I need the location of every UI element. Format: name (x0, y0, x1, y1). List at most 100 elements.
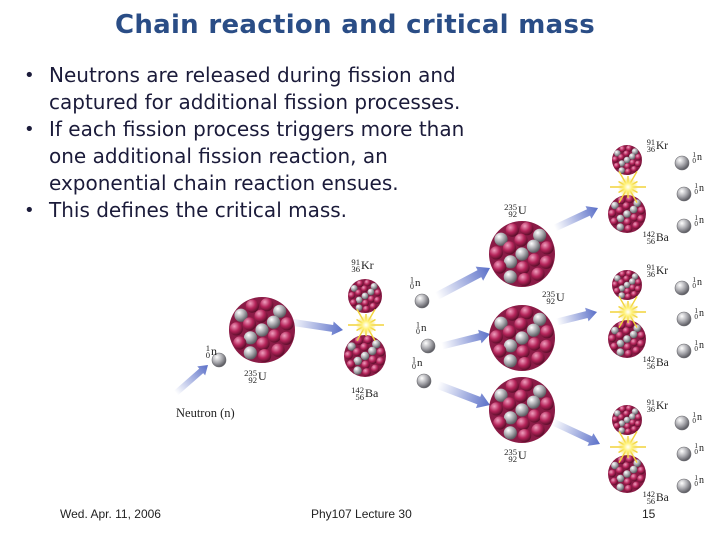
fission-flash (610, 431, 646, 463)
svg-text:0: 0 (694, 480, 698, 488)
svg-text:n: n (697, 412, 702, 423)
svg-text:n: n (699, 475, 704, 486)
svg-text:0: 0 (412, 362, 416, 371)
svg-text:n: n (699, 215, 704, 226)
svg-text:1: 1 (694, 214, 698, 222)
emitted-neutron (676, 218, 692, 234)
svg-text:235: 235 (504, 202, 517, 212)
svg-text:1: 1 (694, 182, 698, 190)
svg-text:235: 235 (542, 289, 555, 299)
reaction-arrow (441, 329, 491, 350)
fission-flash (348, 309, 384, 341)
svg-text:235: 235 (244, 368, 257, 378)
svg-text:0: 0 (694, 220, 698, 228)
reaction-arrow (436, 381, 491, 409)
svg-text:91: 91 (351, 257, 360, 267)
svg-text:U: U (518, 448, 527, 462)
krypton-nucleus (612, 270, 642, 300)
svg-text:Kr: Kr (656, 140, 668, 152)
svg-text:56: 56 (647, 362, 655, 371)
svg-text:1: 1 (692, 151, 696, 159)
svg-text:92: 92 (248, 375, 257, 385)
svg-text:1: 1 (694, 474, 698, 482)
svg-text:0: 0 (692, 417, 696, 425)
svg-text:0: 0 (416, 327, 420, 336)
svg-text:91: 91 (647, 138, 655, 147)
uranium-235-nucleus (489, 377, 555, 443)
svg-text:n: n (211, 344, 217, 358)
svg-text:0: 0 (694, 448, 698, 456)
barium-nucleus (608, 455, 646, 493)
svg-text:1: 1 (694, 307, 698, 315)
svg-text:Kr: Kr (361, 258, 374, 272)
emitted-neutron (676, 311, 692, 327)
footer-date: Wed. Apr. 11, 2006 (60, 507, 161, 521)
emitted-neutron (674, 280, 690, 296)
svg-text:n: n (697, 277, 702, 288)
svg-text:92: 92 (546, 296, 555, 306)
svg-text:142: 142 (643, 230, 655, 239)
svg-text:91: 91 (647, 263, 655, 272)
svg-text:36: 36 (351, 264, 360, 274)
bullet-item: Neutrons are released during fission and… (22, 62, 502, 116)
svg-text:n: n (697, 152, 702, 163)
reaction-arrow (553, 206, 599, 232)
svg-text:142: 142 (351, 385, 364, 395)
svg-text:56: 56 (647, 497, 655, 506)
reaction-arrow (289, 318, 343, 336)
svg-text:Ba: Ba (656, 357, 669, 369)
svg-text:n: n (415, 277, 421, 289)
footer-course: Phy107 Lecture 30 (311, 507, 412, 521)
emitted-neutron (420, 338, 436, 354)
svg-text:U: U (258, 369, 267, 383)
svg-text:n: n (421, 322, 427, 334)
uranium-235-nucleus (489, 305, 555, 371)
reaction-arrow (551, 418, 600, 446)
svg-text:n: n (699, 340, 704, 351)
reaction-arrow (435, 266, 491, 300)
emitted-neutron (676, 343, 692, 359)
svg-text:235: 235 (504, 447, 517, 457)
krypton-nucleus (612, 145, 642, 175)
svg-text:0: 0 (694, 345, 698, 353)
emitted-neutron (676, 446, 692, 462)
emitted-neutron (674, 415, 690, 431)
svg-text:n: n (699, 308, 704, 319)
svg-text:1: 1 (410, 275, 414, 284)
reaction-arrow (174, 364, 208, 396)
svg-text:0: 0 (206, 350, 210, 360)
svg-text:56: 56 (355, 392, 364, 402)
fission-flash (610, 296, 646, 328)
barium-nucleus (344, 335, 386, 377)
svg-text:Kr: Kr (656, 400, 668, 412)
svg-text:Ba: Ba (365, 386, 379, 400)
bullet-list: Neutrons are released during fission and… (22, 62, 502, 224)
emitted-neutron (414, 293, 430, 309)
svg-text:56: 56 (647, 237, 655, 246)
svg-text:92: 92 (508, 209, 517, 219)
svg-text:36: 36 (647, 405, 655, 414)
